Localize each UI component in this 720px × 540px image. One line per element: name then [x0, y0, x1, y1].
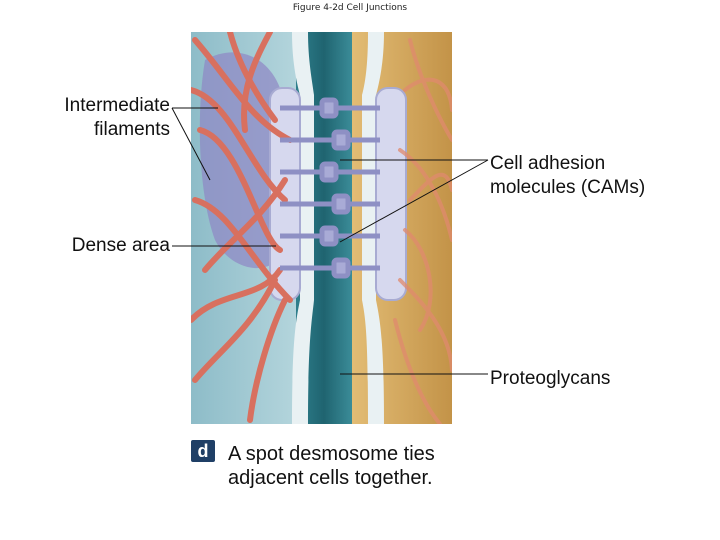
- figure-title: Figure 4-2d Cell Junctions: [292, 3, 408, 13]
- figure-caption: A spot desmosome ties adjacent cells tog…: [228, 443, 435, 489]
- cam-molecules: [280, 97, 380, 279]
- left-filaments: [191, 32, 293, 423]
- label-cell-adhesion-molecules: Cell adhesion molecules (CAMs): [490, 153, 646, 198]
- panel-letter-badge: d: [191, 440, 215, 462]
- leader-lines: [171, 107, 489, 375]
- label-dense-area: Dense area: [71, 235, 170, 256]
- right-dense-plaque: [375, 87, 407, 301]
- right-filaments: [393, 38, 452, 424]
- label-intermediate-filaments: Intermediate filaments: [64, 95, 170, 140]
- left-membrane: [292, 32, 314, 424]
- right-membrane: [362, 32, 384, 424]
- label-proteoglycans: Proteoglycans: [490, 368, 611, 389]
